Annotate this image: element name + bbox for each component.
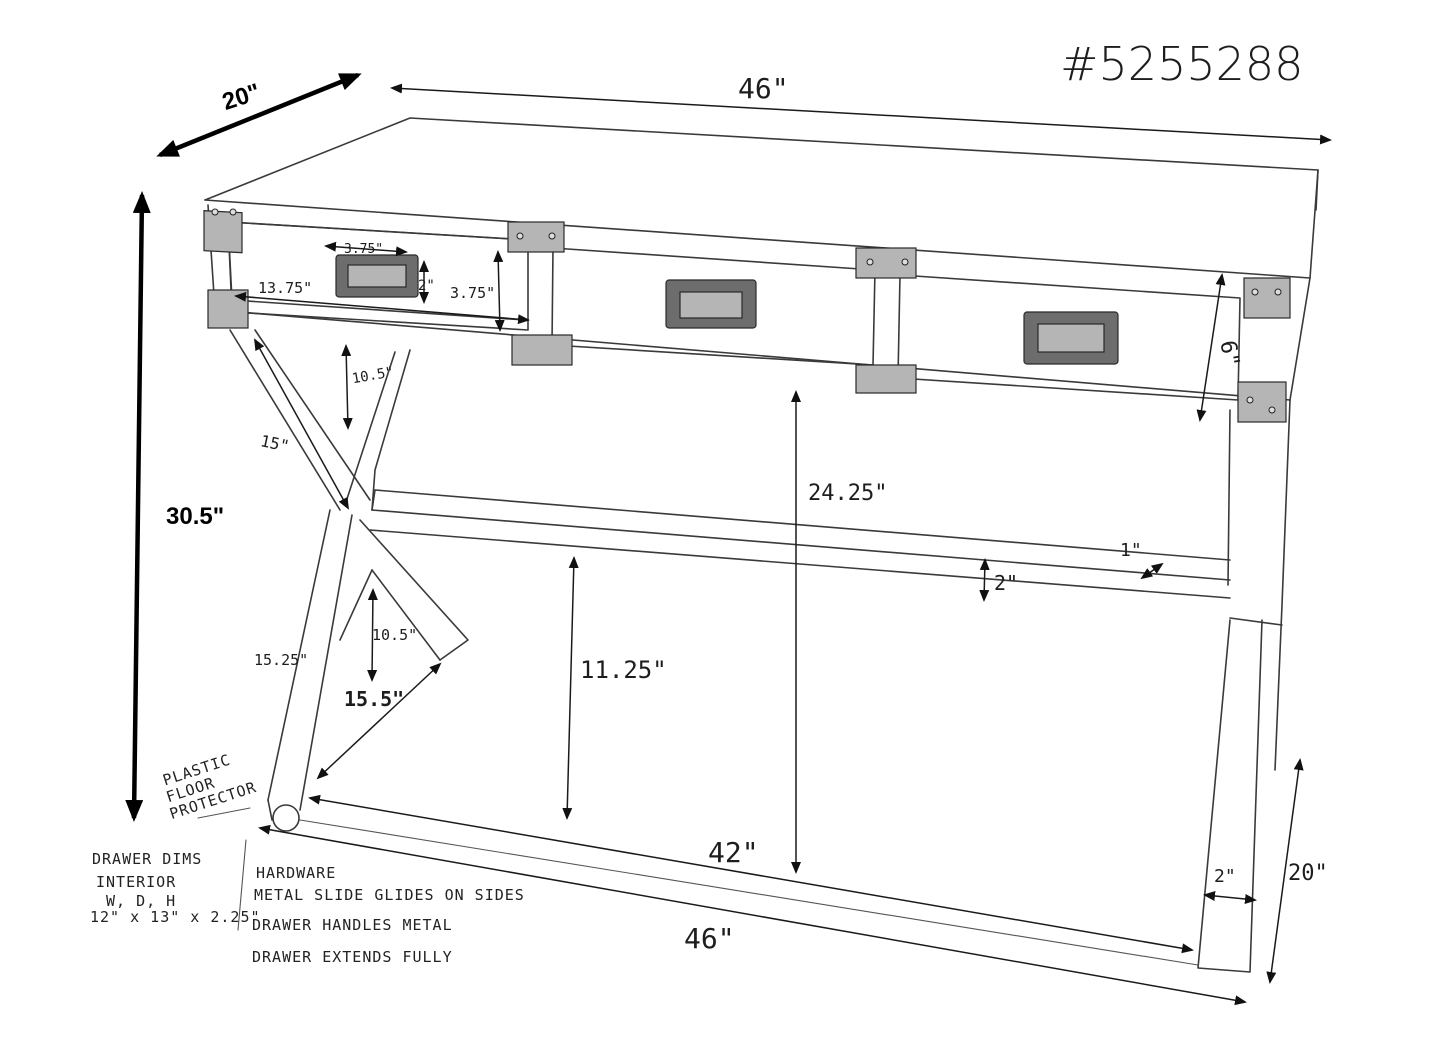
label-drawer-height-right: 6" (1215, 339, 1244, 369)
label-stretcher-depth: 1" (1120, 540, 1142, 561)
label-stretcher-height: 2" (994, 571, 1018, 595)
drawer-dims-line-3: W, D, H (106, 892, 176, 910)
hardware-line-4: DRAWER EXTENDS FULLY (252, 948, 453, 966)
label-side-depth: 20" (1288, 861, 1328, 886)
drawer-dims-line-4: 12" x 13" x 2.25" (90, 908, 261, 926)
label-floor-width: 46" (684, 922, 735, 955)
label-x-lower-leg: 15.25" (254, 651, 308, 669)
drawer-dims-note: DRAWER DIMS INTERIOR W, D, H 12" x 13" x… (90, 850, 261, 926)
label-knee-clearance: 24.25" (808, 481, 887, 506)
label-handle-width: 3.75" (344, 242, 383, 257)
label-drawer-face-height: 3.75" (450, 284, 495, 302)
label-leg-width: 2" (1214, 866, 1236, 887)
label-x-lower-gap: 10.5" (372, 626, 417, 644)
hardware-note: HARDWARE METAL SLIDE GLIDES ON SIDES DRA… (252, 864, 525, 966)
label-overall-depth: 20" (219, 79, 264, 116)
label-x-lower-span: 15.5" (344, 687, 404, 711)
label-inner-leg-span: 42" (708, 836, 759, 869)
label-handle-height: 2" (418, 278, 435, 294)
drawer-dims-line-1: DRAWER DIMS (92, 850, 202, 868)
dimension-arrows (125, 72, 1332, 1006)
sku-label: #5255288 (1060, 37, 1303, 91)
corner-brackets (203, 208, 1291, 423)
label-overall-width-top: 46" (738, 72, 789, 105)
hardware-line-3: DRAWER HANDLES METAL (252, 916, 453, 934)
label-x-upper-leg: 15" (259, 431, 291, 456)
drawer-dims-line-2: INTERIOR (96, 873, 176, 891)
hardware-line-1: HARDWARE (256, 864, 336, 882)
drawer-handles (335, 254, 1119, 365)
label-x-upper-gap: 10.5" (351, 364, 395, 387)
dimension-labels: #5255288 46" 20" 30.5" 46" 42" 24.25" 11… (166, 37, 1328, 955)
label-stretcher-clearance: 11.25" (580, 656, 667, 684)
label-drawer-face-width: 13.75" (258, 279, 312, 297)
hardware-line-2: METAL SLIDE GLIDES ON SIDES (254, 886, 525, 904)
floor-protector-note: PLASTIC FLOOR PROTECTOR (161, 751, 259, 823)
label-overall-height: 30.5" (166, 503, 224, 530)
